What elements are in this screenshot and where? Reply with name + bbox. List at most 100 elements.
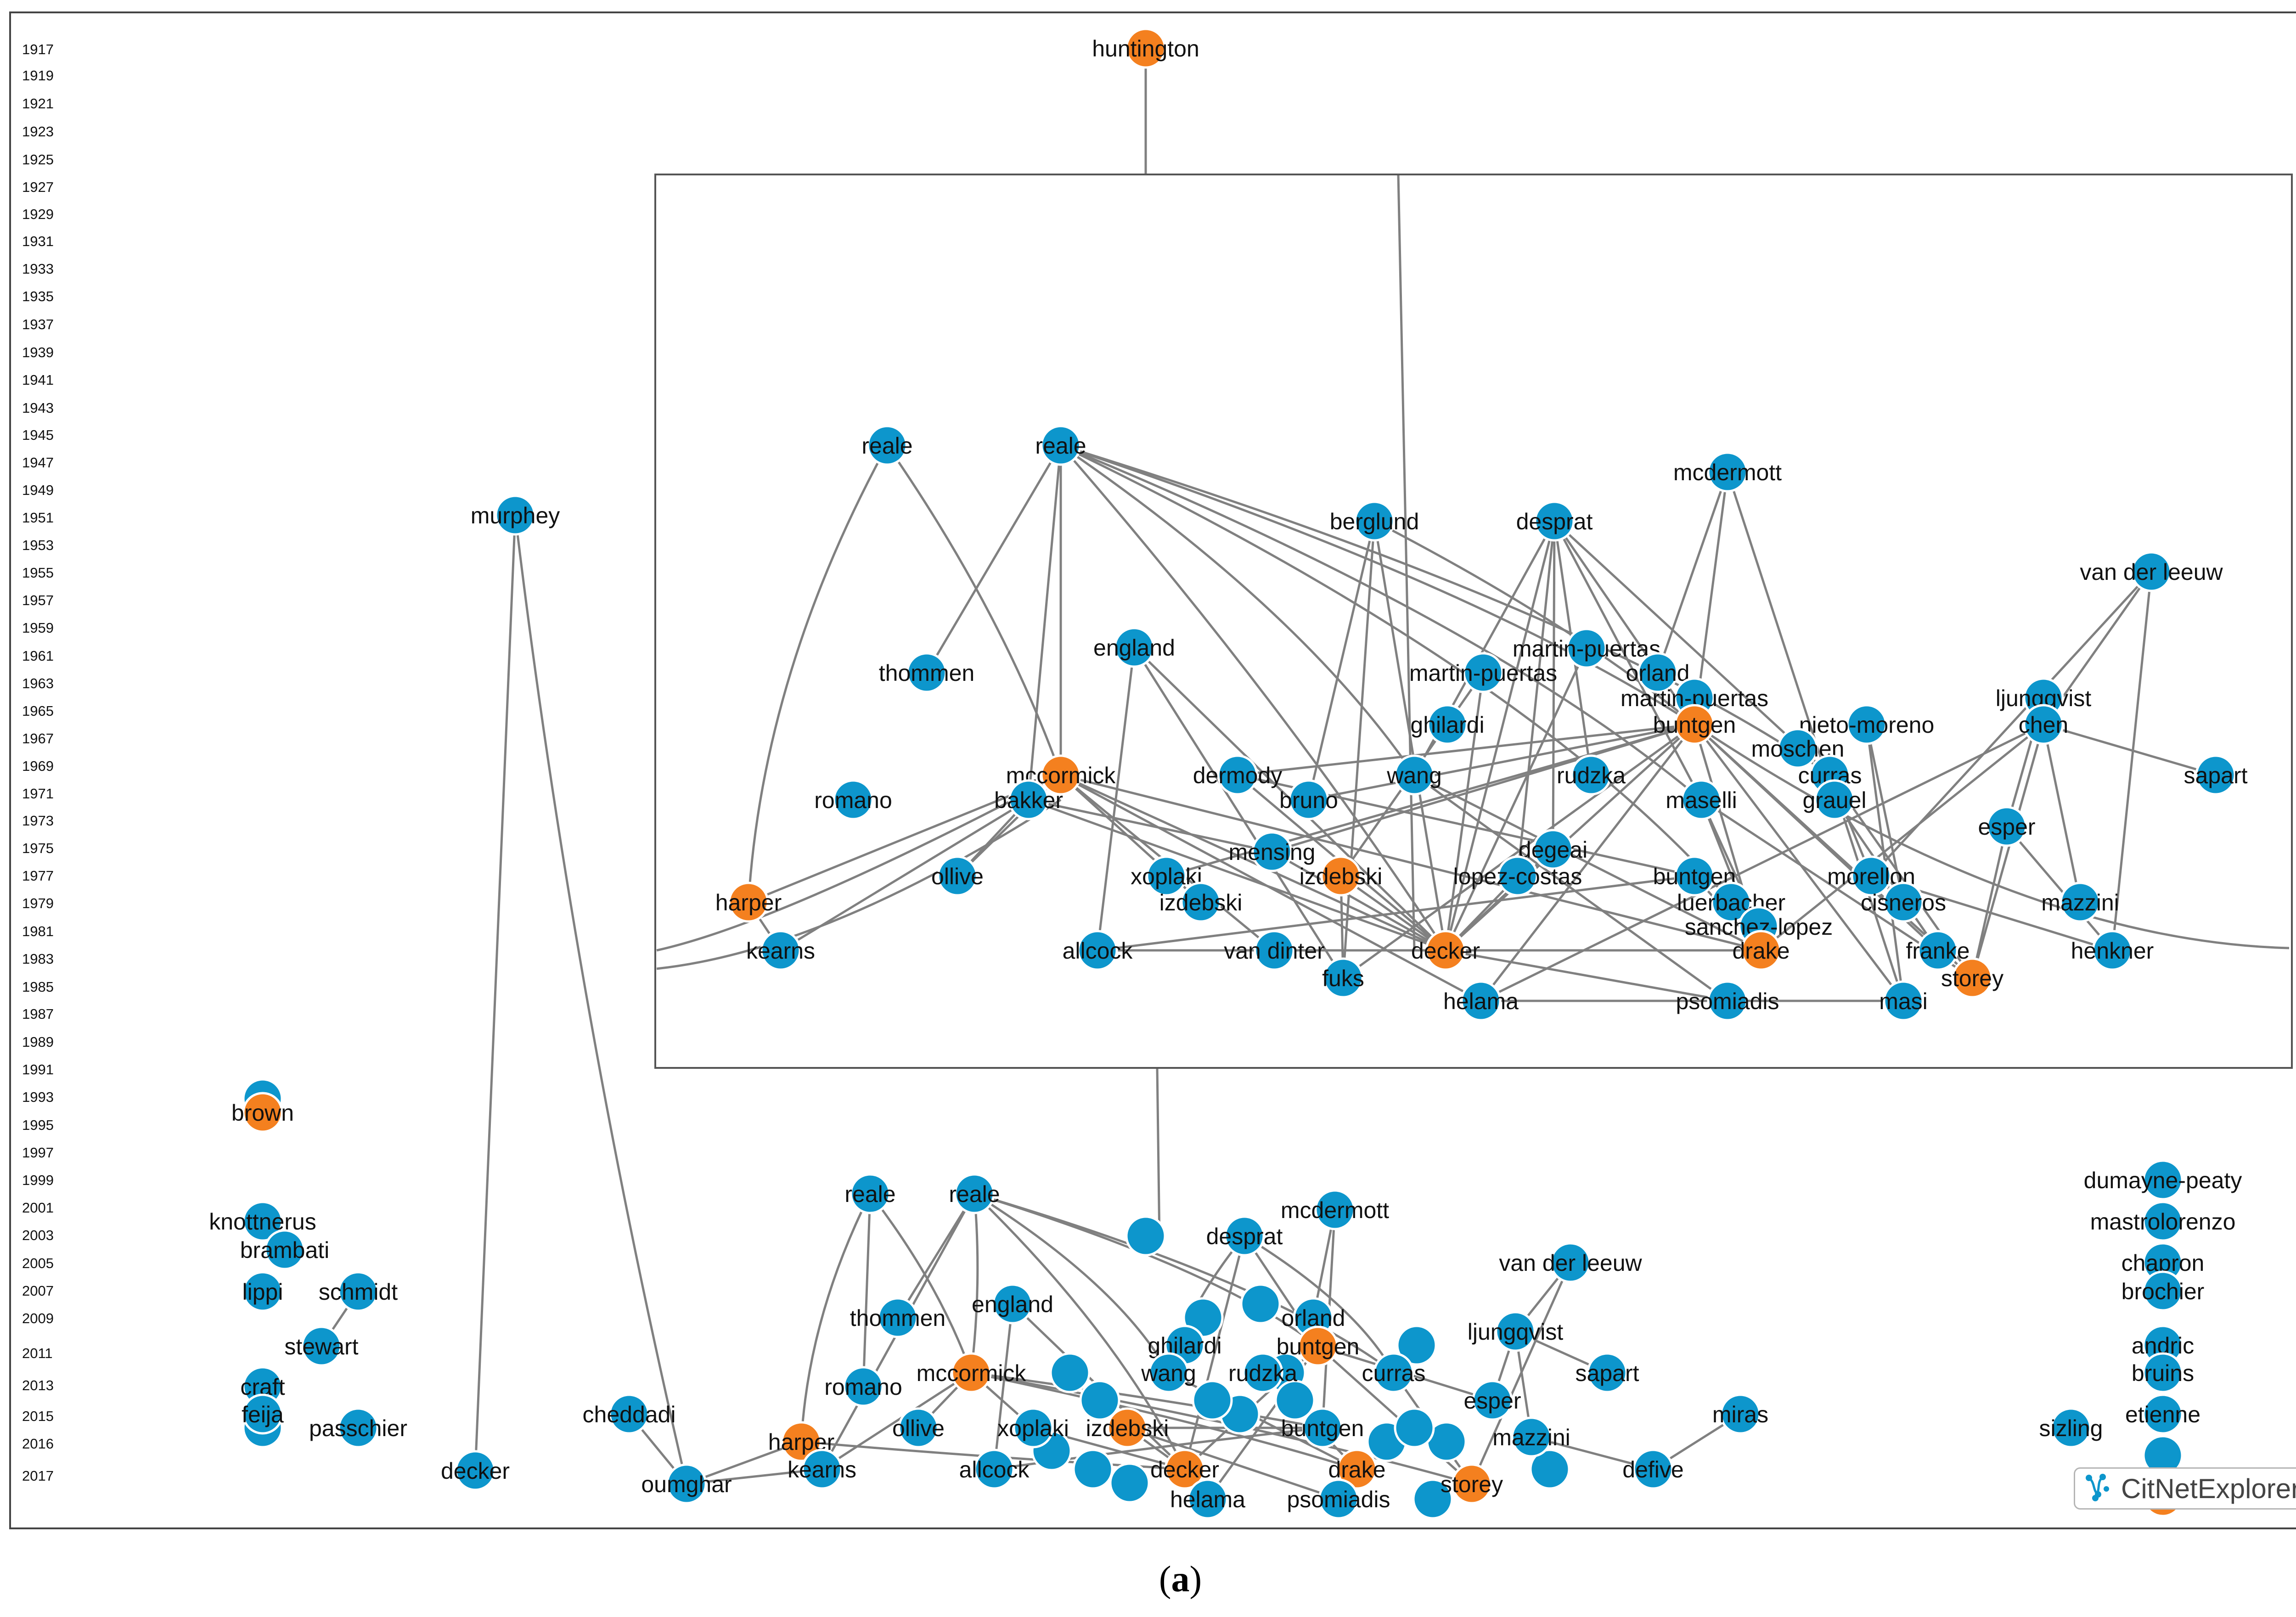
unlabeled-node[interactable] — [1396, 1325, 1437, 1366]
node-circle[interactable] — [1373, 1352, 1414, 1393]
node-circle[interactable] — [1451, 1463, 1492, 1505]
node-circle[interactable] — [1217, 754, 1258, 796]
node-circle[interactable] — [1674, 704, 1715, 745]
inset-node-thommen[interactable]: thommen — [879, 652, 974, 693]
inset-node-psomiadis[interactable]: psomiadis — [1676, 980, 1779, 1022]
node-circle[interactable] — [1495, 1311, 1536, 1352]
main-node-oumghar[interactable]: oumghar — [641, 1463, 732, 1505]
node-circle[interactable] — [1288, 779, 1329, 820]
main-node-drake[interactable]: drake — [1328, 1449, 1386, 1490]
inset-node-lopez-costas[interactable]: lopez-costas — [1453, 855, 1582, 897]
node-circle[interactable] — [850, 1173, 891, 1214]
inset-node-degeai[interactable]: degeai — [1519, 829, 1587, 870]
inset-node-maselli[interactable]: maselli — [1666, 779, 1737, 820]
main-node-sizling[interactable]: sizling — [2039, 1407, 2103, 1449]
node-circle[interactable] — [1681, 779, 1722, 820]
inset-node-mcdermott[interactable]: mcdermott — [1673, 451, 1782, 493]
inset-node-ghilardi[interactable]: ghilardi — [1410, 704, 1485, 745]
node-circle[interactable] — [1952, 957, 1993, 999]
node-circle[interactable] — [1566, 628, 1607, 669]
main-node-cheddadi[interactable]: cheddadi — [583, 1393, 676, 1435]
node-circle[interactable] — [1707, 451, 1748, 493]
inset-node-martin-puertas-b[interactable]: martin-puertas — [1409, 652, 1557, 693]
node-circle[interactable] — [1148, 1352, 1189, 1393]
main-node-rudzka[interactable]: rudzka — [1228, 1352, 1297, 1393]
inset-node-nieto-moreno[interactable]: nieto-moreno — [1799, 704, 1935, 745]
node-circle[interactable] — [1354, 500, 1395, 542]
main-node-ljungqvist[interactable]: ljungqvist — [1468, 1311, 1564, 1352]
node-circle[interactable] — [1336, 1449, 1378, 1490]
main-node-xoplaki[interactable]: xoplaki — [997, 1407, 1069, 1449]
node-circle[interactable] — [2050, 1407, 2092, 1449]
main-node-mcdermott[interactable]: mcdermott — [1281, 1189, 1389, 1230]
main-node-helama[interactable]: helama — [1170, 1478, 1245, 1520]
node-circle[interactable] — [1107, 1407, 1148, 1449]
inset-node-luerbacher[interactable]: luerbacher — [1677, 881, 1785, 923]
node-circle[interactable] — [1425, 930, 1466, 971]
node-circle[interactable] — [1917, 930, 1958, 971]
main-node-lippi[interactable]: lippi — [242, 1271, 283, 1312]
node-circle[interactable] — [242, 1393, 283, 1435]
node-circle[interactable] — [495, 494, 536, 536]
unlabeled-node[interactable] — [1240, 1283, 1281, 1325]
unlabeled-node[interactable] — [1109, 1462, 1150, 1504]
main-node-reale-b[interactable]: reale — [949, 1173, 1000, 1214]
node-circle[interactable] — [843, 1366, 884, 1407]
main-node-defive[interactable]: defive — [1622, 1449, 1684, 1490]
main-node-van-der-leeuw[interactable]: van der leeuw — [1499, 1242, 1643, 1283]
inset-node-sapart[interactable]: sapart — [2184, 754, 2248, 796]
node-circle[interactable] — [1587, 1352, 1628, 1393]
node-circle[interactable] — [801, 1449, 843, 1490]
node-circle[interactable] — [1320, 855, 1362, 897]
main-node-psomiadis[interactable]: psomiadis — [1287, 1478, 1390, 1520]
node-circle[interactable] — [1254, 930, 1295, 971]
node-circle[interactable] — [1314, 1189, 1356, 1230]
node-circle[interactable] — [898, 1407, 939, 1449]
inset-node-mazzini[interactable]: mazzini — [2041, 881, 2119, 923]
inset-node-izdebski-b[interactable]: izdebski — [1159, 881, 1243, 923]
node-circle[interactable] — [1164, 1449, 1205, 1490]
main-node-buntgen-o[interactable]: buntgen — [1277, 1325, 1360, 1367]
unlabeled-node[interactable] — [1529, 1449, 1570, 1490]
node-circle[interactable] — [1251, 831, 1293, 872]
node-circle[interactable] — [338, 1407, 379, 1449]
node-circle[interactable] — [242, 1092, 283, 1133]
node-circle[interactable] — [1550, 1242, 1591, 1283]
main-node-decker-l[interactable]: decker — [441, 1450, 510, 1491]
node-circle[interactable] — [1740, 930, 1782, 971]
node-circle[interactable] — [1318, 1478, 1359, 1520]
node-circle[interactable] — [2142, 1159, 2183, 1201]
inset-node-franke[interactable]: franke — [1906, 930, 1970, 971]
main-node-buntgen-b[interactable]: buntgen — [1281, 1407, 1364, 1449]
node-circle[interactable] — [1986, 806, 2027, 847]
node-circle[interactable] — [2142, 1352, 2183, 1393]
node-circle[interactable] — [1637, 652, 1678, 693]
main-node-knottnerus[interactable]: knottnerus — [209, 1201, 316, 1242]
main-node-brown[interactable]: brown — [231, 1092, 294, 1133]
main-node-romano[interactable]: romano — [824, 1366, 902, 1407]
inset-node-buntgen-o[interactable]: buntgen — [1653, 704, 1736, 745]
inset-node-england[interactable]: england — [1093, 627, 1175, 668]
node-circle[interactable] — [951, 1352, 992, 1393]
node-circle[interactable] — [833, 779, 874, 820]
node-circle[interactable] — [1077, 930, 1118, 971]
node-circle[interactable] — [1534, 500, 1575, 542]
node-circle[interactable] — [2023, 704, 2064, 745]
main-node-brambati[interactable]: brambati — [240, 1229, 330, 1270]
node-circle[interactable] — [1570, 754, 1612, 796]
inset-node-reale-a[interactable]: reale — [861, 425, 913, 466]
node-circle[interactable] — [1040, 754, 1081, 796]
inset-node-harper[interactable]: harper — [715, 881, 782, 923]
node-circle[interactable] — [937, 855, 978, 897]
main-node-england[interactable]: england — [972, 1283, 1053, 1325]
node-circle[interactable] — [301, 1325, 342, 1367]
inset-node-grauel[interactable]: grauel — [1803, 779, 1867, 820]
node-circle[interactable] — [877, 1297, 918, 1338]
main-node-huntington[interactable]: huntington — [1092, 28, 1199, 69]
node-circle[interactable] — [666, 1463, 707, 1505]
inset-node-romano[interactable]: romano — [814, 779, 892, 820]
node-circle[interactable] — [2060, 881, 2101, 923]
inset-node-fuks[interactable]: fuks — [1322, 957, 1364, 999]
node-circle[interactable] — [2142, 1201, 2183, 1242]
main-node-passchier[interactable]: passchier — [309, 1407, 407, 1449]
